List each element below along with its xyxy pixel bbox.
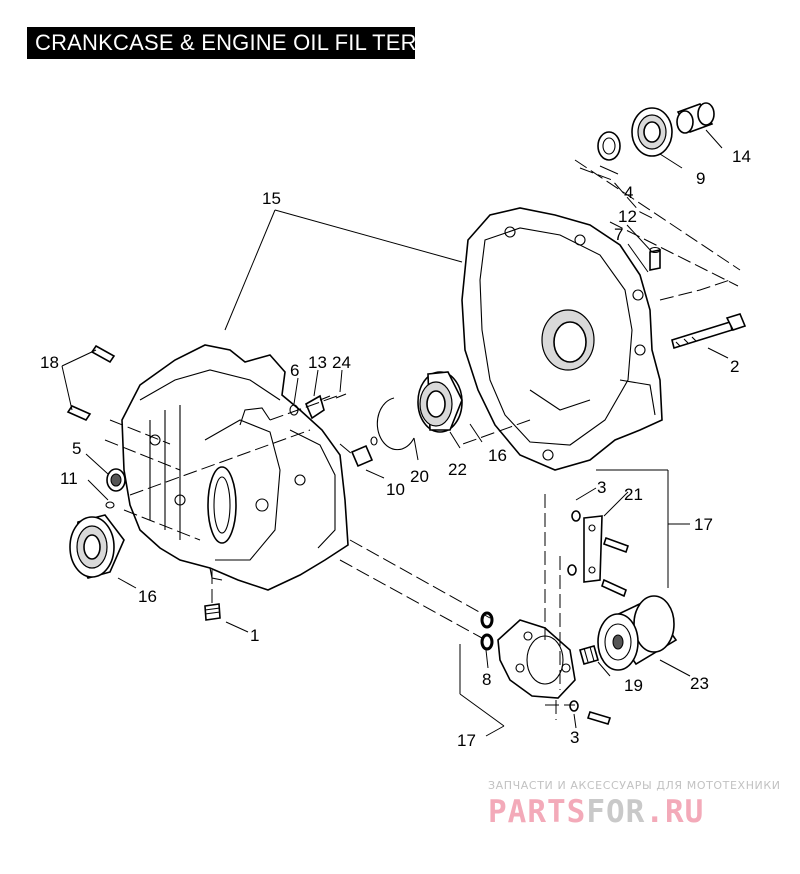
callout-21: 21 — [624, 485, 643, 504]
watermark-logo: PARTSFOR.RU — [488, 794, 704, 830]
filter-nipple — [579, 645, 599, 665]
callout-labels: 1 2 3 3 4 5 6 7 8 9 10 11 12 13 14 15 16… — [40, 147, 751, 750]
callout-16-left: 16 — [138, 587, 157, 606]
callout-22: 22 — [448, 460, 467, 479]
callout-2: 2 — [730, 357, 739, 376]
callout-6: 6 — [290, 361, 299, 380]
watermark-logo-part-b: FOR — [586, 794, 646, 830]
long-bolt — [671, 313, 747, 350]
page-title: CRANKCASE & ENGINE OIL FIL TER — [27, 27, 415, 59]
callout-5: 5 — [72, 439, 81, 458]
callout-19: 19 — [624, 676, 643, 695]
small-oring-and-fitting — [289, 393, 347, 420]
callout-9: 9 — [696, 169, 705, 188]
retaining-ring — [376, 397, 415, 451]
callout-11: 11 — [60, 469, 78, 488]
oil-filter-adapter — [497, 619, 576, 699]
dowel-pin — [350, 436, 378, 468]
left-crankcase-half — [121, 344, 349, 591]
callout-7: 7 — [614, 225, 623, 244]
callout-17-right: 17 — [694, 515, 713, 534]
bushing-sleeve — [676, 102, 715, 134]
callout-3-bottom: 3 — [570, 728, 579, 747]
watermark-subtitle: ЗАПЧАСТИ И АКСЕССУАРЫ ДЛЯ МОТОТЕХНИКИ — [488, 779, 781, 792]
small-bearing — [106, 468, 126, 492]
callout-1: 1 — [250, 626, 259, 645]
callout-16-right: 16 — [488, 446, 507, 465]
leader-lines — [61, 129, 729, 737]
callout-3-top: 3 — [597, 478, 606, 497]
oil-filter — [597, 595, 678, 671]
main-bearing-left — [69, 514, 125, 579]
seal-ring — [597, 131, 621, 161]
callout-14: 14 — [732, 147, 751, 166]
main-bearing-right — [417, 371, 463, 433]
callout-24: 24 — [332, 353, 351, 372]
callout-10: 10 — [386, 480, 405, 499]
callout-8: 8 — [482, 670, 491, 689]
watermark-logo-part-c: .RU — [645, 794, 705, 830]
drain-plug — [204, 603, 221, 621]
callout-23: 23 — [690, 674, 709, 693]
bearing-with-race — [631, 107, 673, 157]
callout-18: 18 — [40, 353, 59, 372]
right-crankcase-half — [461, 207, 663, 471]
orings — [480, 611, 494, 651]
callout-15: 15 — [262, 189, 281, 208]
pin-seal — [105, 501, 115, 509]
studs — [66, 344, 116, 422]
callout-4: 4 — [624, 183, 633, 202]
alignment-lines — [104, 159, 741, 720]
watermark-logo-part-a: PARTS — [488, 794, 587, 830]
callout-13: 13 — [308, 353, 327, 372]
washers-and-screws — [567, 510, 630, 725]
callout-17-bottom: 17 — [457, 731, 476, 750]
callout-20: 20 — [410, 467, 429, 486]
callout-12: 12 — [618, 207, 637, 226]
mounting-bracket — [583, 515, 603, 583]
